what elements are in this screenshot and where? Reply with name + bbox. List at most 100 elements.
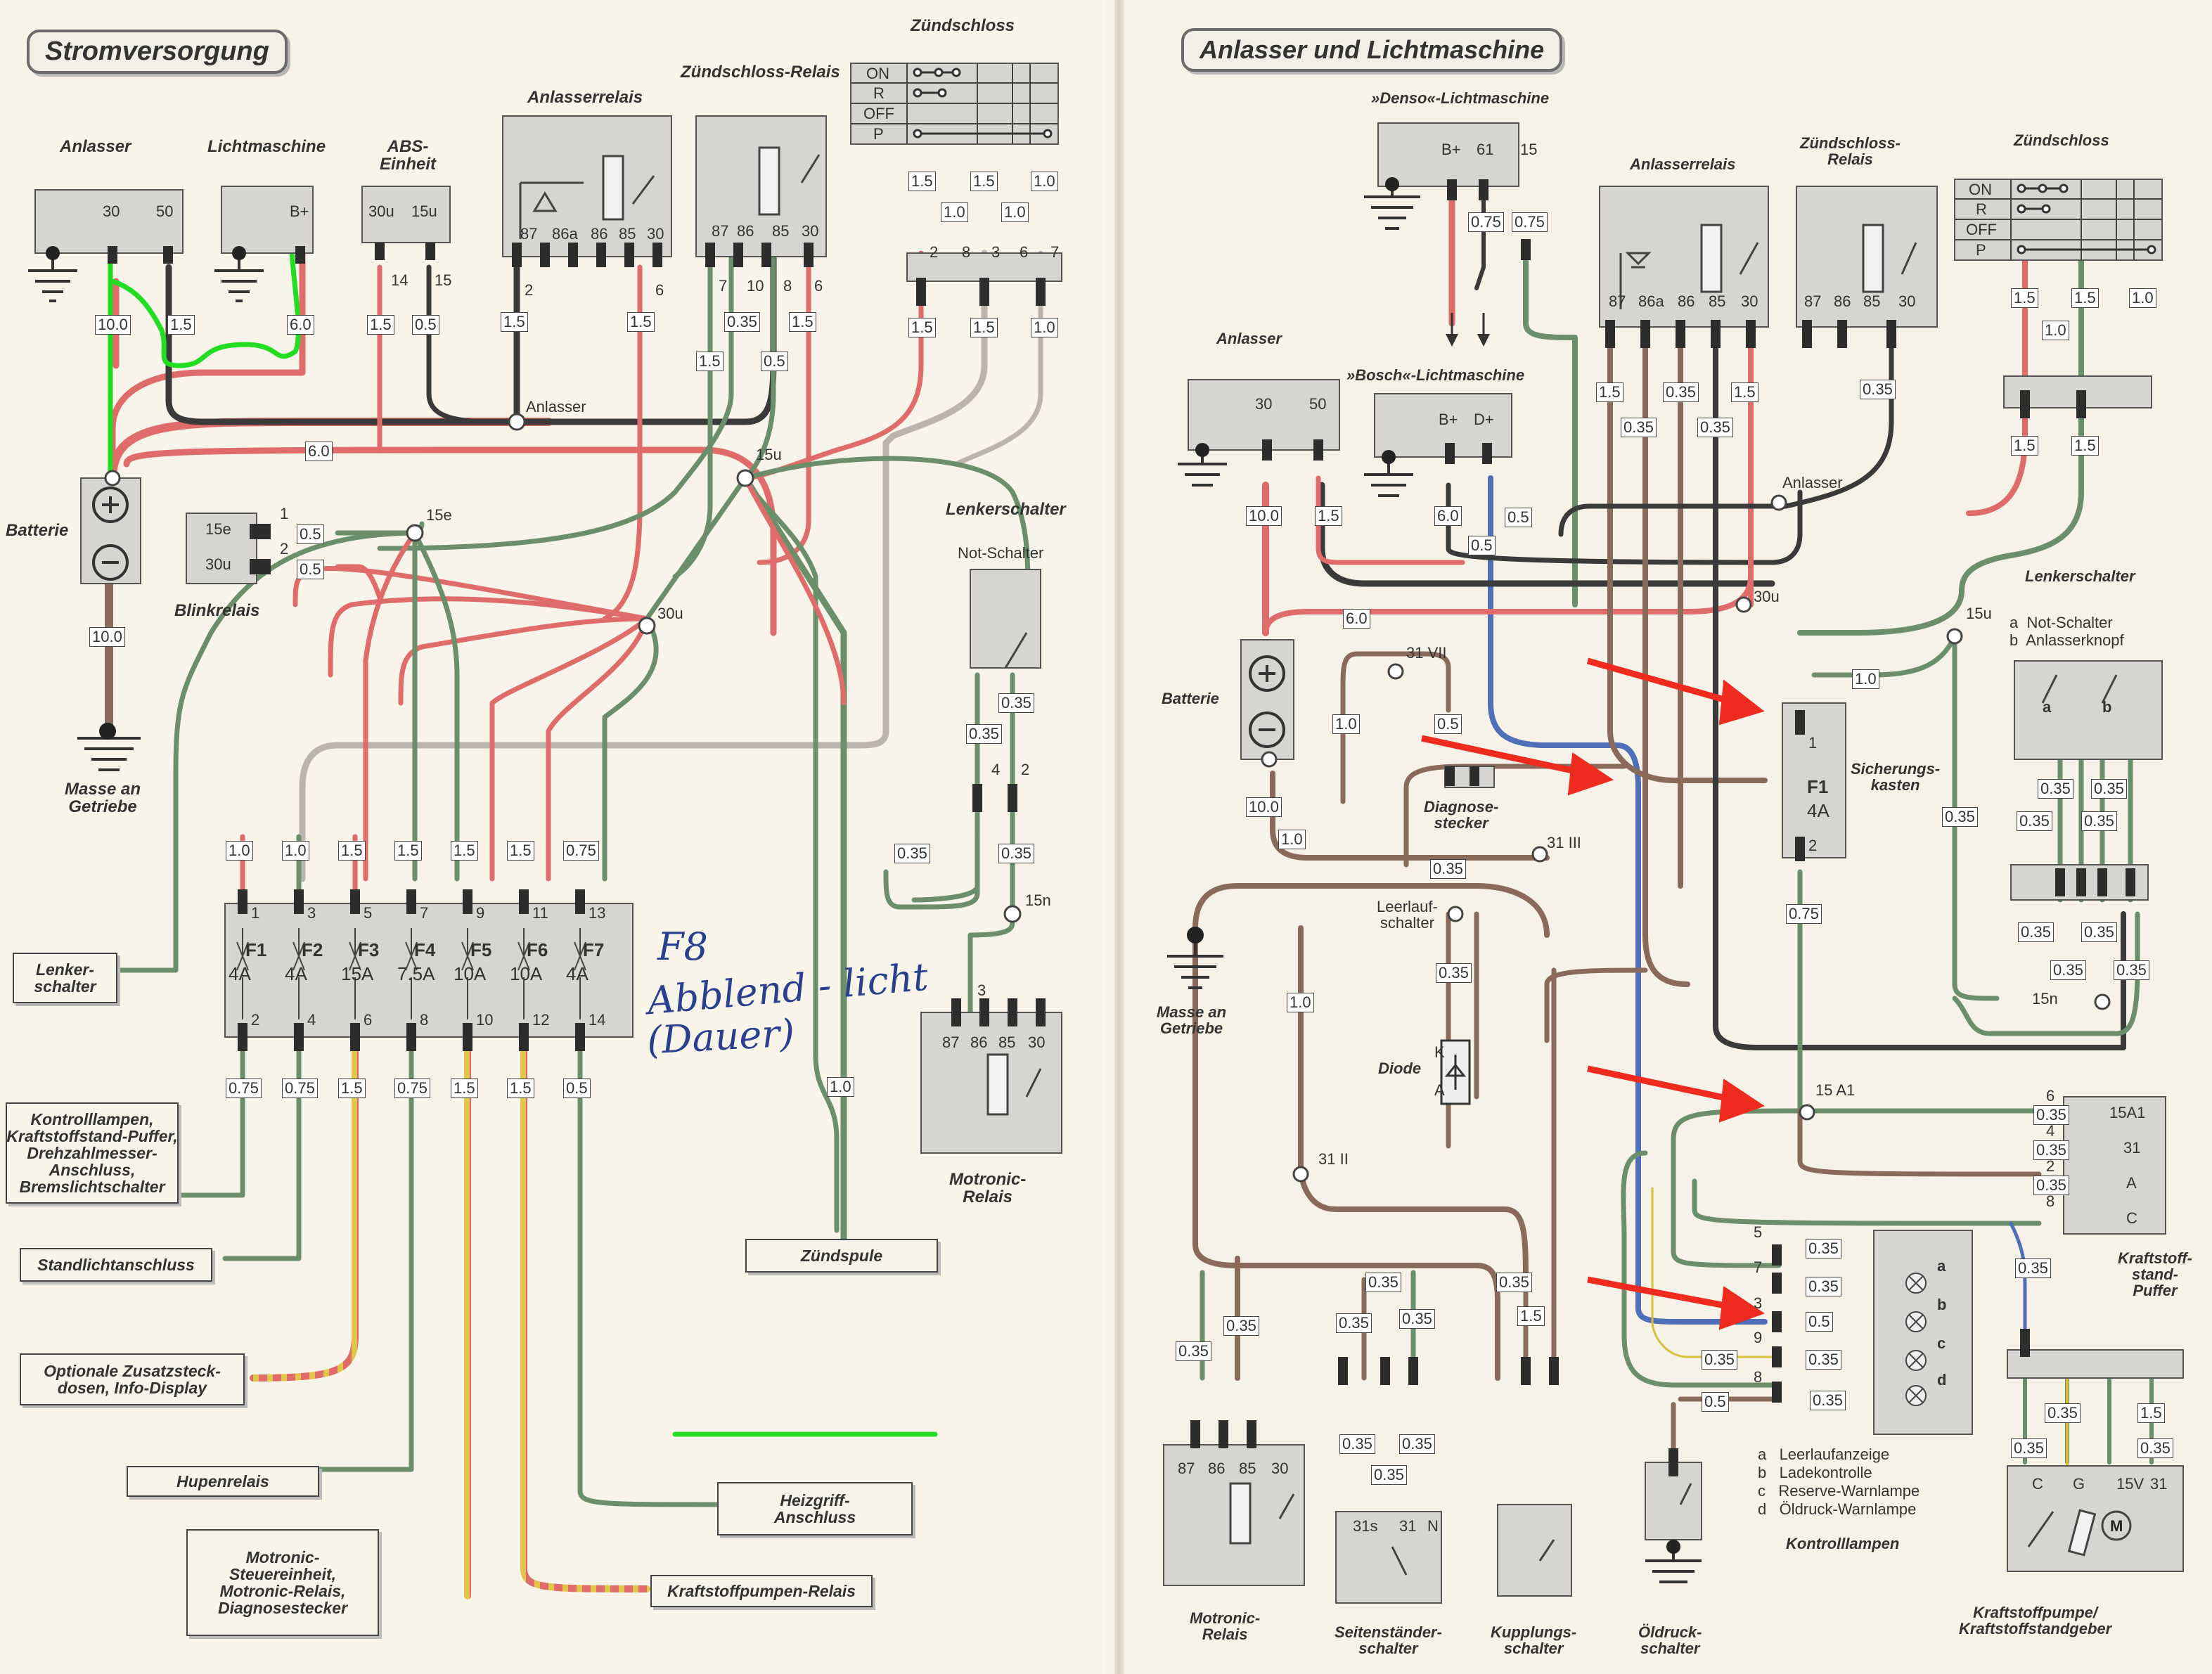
label-lenkerschalter-right: Lenkerschalter xyxy=(2025,567,2135,585)
fuse-amp: 10A xyxy=(454,963,487,984)
pin-number: 14 xyxy=(391,271,409,289)
wire-label: 1.5 xyxy=(167,315,195,335)
label-batterie-right: Batterie xyxy=(1162,690,1219,707)
wire-label: 0.5 xyxy=(1806,1312,1833,1332)
seiten-pin-31: 31 xyxy=(1399,1517,1417,1535)
fuse-pin-bottom: 10 xyxy=(476,1011,494,1029)
anlasser-box-left xyxy=(34,189,184,254)
diode-k: K xyxy=(1434,1043,1445,1061)
wire-label: 0.35 xyxy=(1942,807,1978,827)
dest-lenkerschalter: Lenker- schalter xyxy=(13,953,117,1003)
wire-label: 0.5 xyxy=(1702,1392,1729,1412)
pin-number: 6 xyxy=(1020,243,1029,261)
fuse-pin-bottom: 14 xyxy=(589,1011,606,1029)
ar-30: 30 xyxy=(1741,292,1758,310)
wire-label: 1.5 xyxy=(970,318,998,337)
node-31vii: 31 VII xyxy=(1406,644,1447,662)
fuse-pin-bottom: 8 xyxy=(420,1011,429,1029)
wire-label: 0.5 xyxy=(412,315,439,335)
lamp-letter-c: c xyxy=(1937,1334,1946,1352)
wire-label: 10.0 xyxy=(89,627,125,647)
wire-label: 0.5 xyxy=(563,1079,591,1098)
label-zuendschloss-right: Zündschloss xyxy=(2014,131,2109,149)
pin-number: 3 xyxy=(977,981,986,999)
puffer-num-2: 2 xyxy=(2046,1157,2055,1175)
dest-zuendspule: Zündspule xyxy=(745,1239,938,1273)
lamp-letter-a: a xyxy=(1937,1257,1946,1275)
label-denso: »Denso«-Lichtmaschine xyxy=(1371,89,1550,107)
pin-number: 7 xyxy=(1050,243,1060,261)
lamp-pin-9: 9 xyxy=(1754,1329,1763,1346)
label-kontrolllampen: Kontrolllampen xyxy=(1786,1535,1900,1552)
zs-relais-pin-85: 85 xyxy=(772,222,790,240)
node-15u-right: 15u xyxy=(1966,605,1992,622)
pin-number: 10 xyxy=(747,277,764,295)
wire-label: 1.5 xyxy=(507,841,534,861)
wire-label: 0.35 xyxy=(2018,922,2054,942)
dest-heizgriff: Heizgriff- Anschluss xyxy=(717,1482,913,1535)
terminal-30b: 30 xyxy=(647,225,664,243)
wire-label: 1.5 xyxy=(2071,288,2099,308)
label-zs-relais-right: Zündschloss- Relais xyxy=(1800,134,1901,169)
label-motronic-relais-left: Motronic- Relais xyxy=(949,1170,1027,1207)
zs-pos-r-left: R xyxy=(873,84,885,102)
wire-label: 0.35 xyxy=(1702,1350,1737,1370)
kraftstoffpumpe-box xyxy=(2007,1465,2184,1572)
node-15n-right: 15n xyxy=(2032,990,2058,1007)
zuendschloss-relais-box-left xyxy=(695,115,827,257)
fuse-id: F2 xyxy=(302,939,323,960)
wire-label: 1.5 xyxy=(908,172,936,191)
fuse-pin-top: 5 xyxy=(364,904,373,922)
svg-text:M: M xyxy=(2110,1517,2123,1535)
handwritten-f8: F8 xyxy=(657,925,708,969)
wire-label: 0.35 xyxy=(2017,811,2052,831)
label-blinkrelais: Blinkrelais xyxy=(174,601,260,620)
wire-label: 6.0 xyxy=(287,315,314,335)
fuse-pin-bottom: 12 xyxy=(532,1011,550,1029)
wire-label: 0.35 xyxy=(2045,1403,2081,1423)
label-batterie-left: Batterie xyxy=(6,521,69,540)
fuse-amp: 4A xyxy=(285,963,307,984)
wire-label: 1.5 xyxy=(338,841,366,861)
puffer-pin-c: C xyxy=(2126,1209,2137,1227)
wire-label: 6.0 xyxy=(1343,609,1370,629)
motronic-pin-85: 85 xyxy=(998,1034,1016,1051)
mr-86: 86 xyxy=(1208,1460,1226,1477)
motronic-pin-30: 30 xyxy=(1028,1034,1046,1051)
fuse-pin-top: 7 xyxy=(420,904,429,922)
label-masse-left: Masse an Getriebe xyxy=(65,780,141,817)
wire-label: 0.35 xyxy=(1496,1273,1532,1292)
pump-pin-31: 31 xyxy=(2150,1475,2168,1493)
fuse-pin-top: 1 xyxy=(251,904,260,922)
wire-label: 1.0 xyxy=(1278,830,1306,849)
zs-pos-on-left: ON xyxy=(866,65,889,82)
zsr-87: 87 xyxy=(1804,292,1822,310)
dest-kraftstoffpumpen-relais: Kraftstoffpumpen-Relais xyxy=(650,1575,873,1607)
wire-label: 1.5 xyxy=(627,312,655,332)
label-seitenstaender: Seitenständer- schalter xyxy=(1335,1623,1442,1658)
fuse-id: F3 xyxy=(358,939,380,960)
label-anlasser-right: Anlasser xyxy=(1216,330,1282,347)
zs-relais-pin-87: 87 xyxy=(712,222,729,240)
zs-pos-p-left: P xyxy=(873,125,884,143)
puffer-pin-a: A xyxy=(2126,1174,2137,1192)
lamp-pin-8: 8 xyxy=(1754,1368,1763,1386)
wire-label: 0.35 xyxy=(1223,1316,1259,1336)
wire-label: 0.5 xyxy=(761,352,788,371)
wire-label: 1.5 xyxy=(970,172,998,191)
wire-label: 0.35 xyxy=(2137,1438,2173,1458)
fuse-right-amp: 4A xyxy=(1807,800,1830,821)
button-a: a xyxy=(2043,698,2052,716)
wire-label: 0.35 xyxy=(2015,1258,2051,1278)
label-lenkerschalter-left: Lenkerschalter xyxy=(946,500,1066,519)
handwritten-dauer: (Dauer) xyxy=(645,1010,796,1063)
anlasser-30-right: 30 xyxy=(1255,395,1273,413)
label-diagnosestecker: Diagnose- stecker xyxy=(1424,798,1499,832)
wire-label: 0.35 xyxy=(2050,960,2086,980)
wire-label: 0.75 xyxy=(1512,212,1548,232)
terminal-30: 30 xyxy=(103,202,120,220)
kraftstoff-puffer-box xyxy=(2063,1096,2166,1235)
terminal-85: 85 xyxy=(619,225,636,243)
pin-number: 6 xyxy=(655,281,664,299)
dest-standlicht: Standlichtanschluss xyxy=(20,1248,212,1282)
